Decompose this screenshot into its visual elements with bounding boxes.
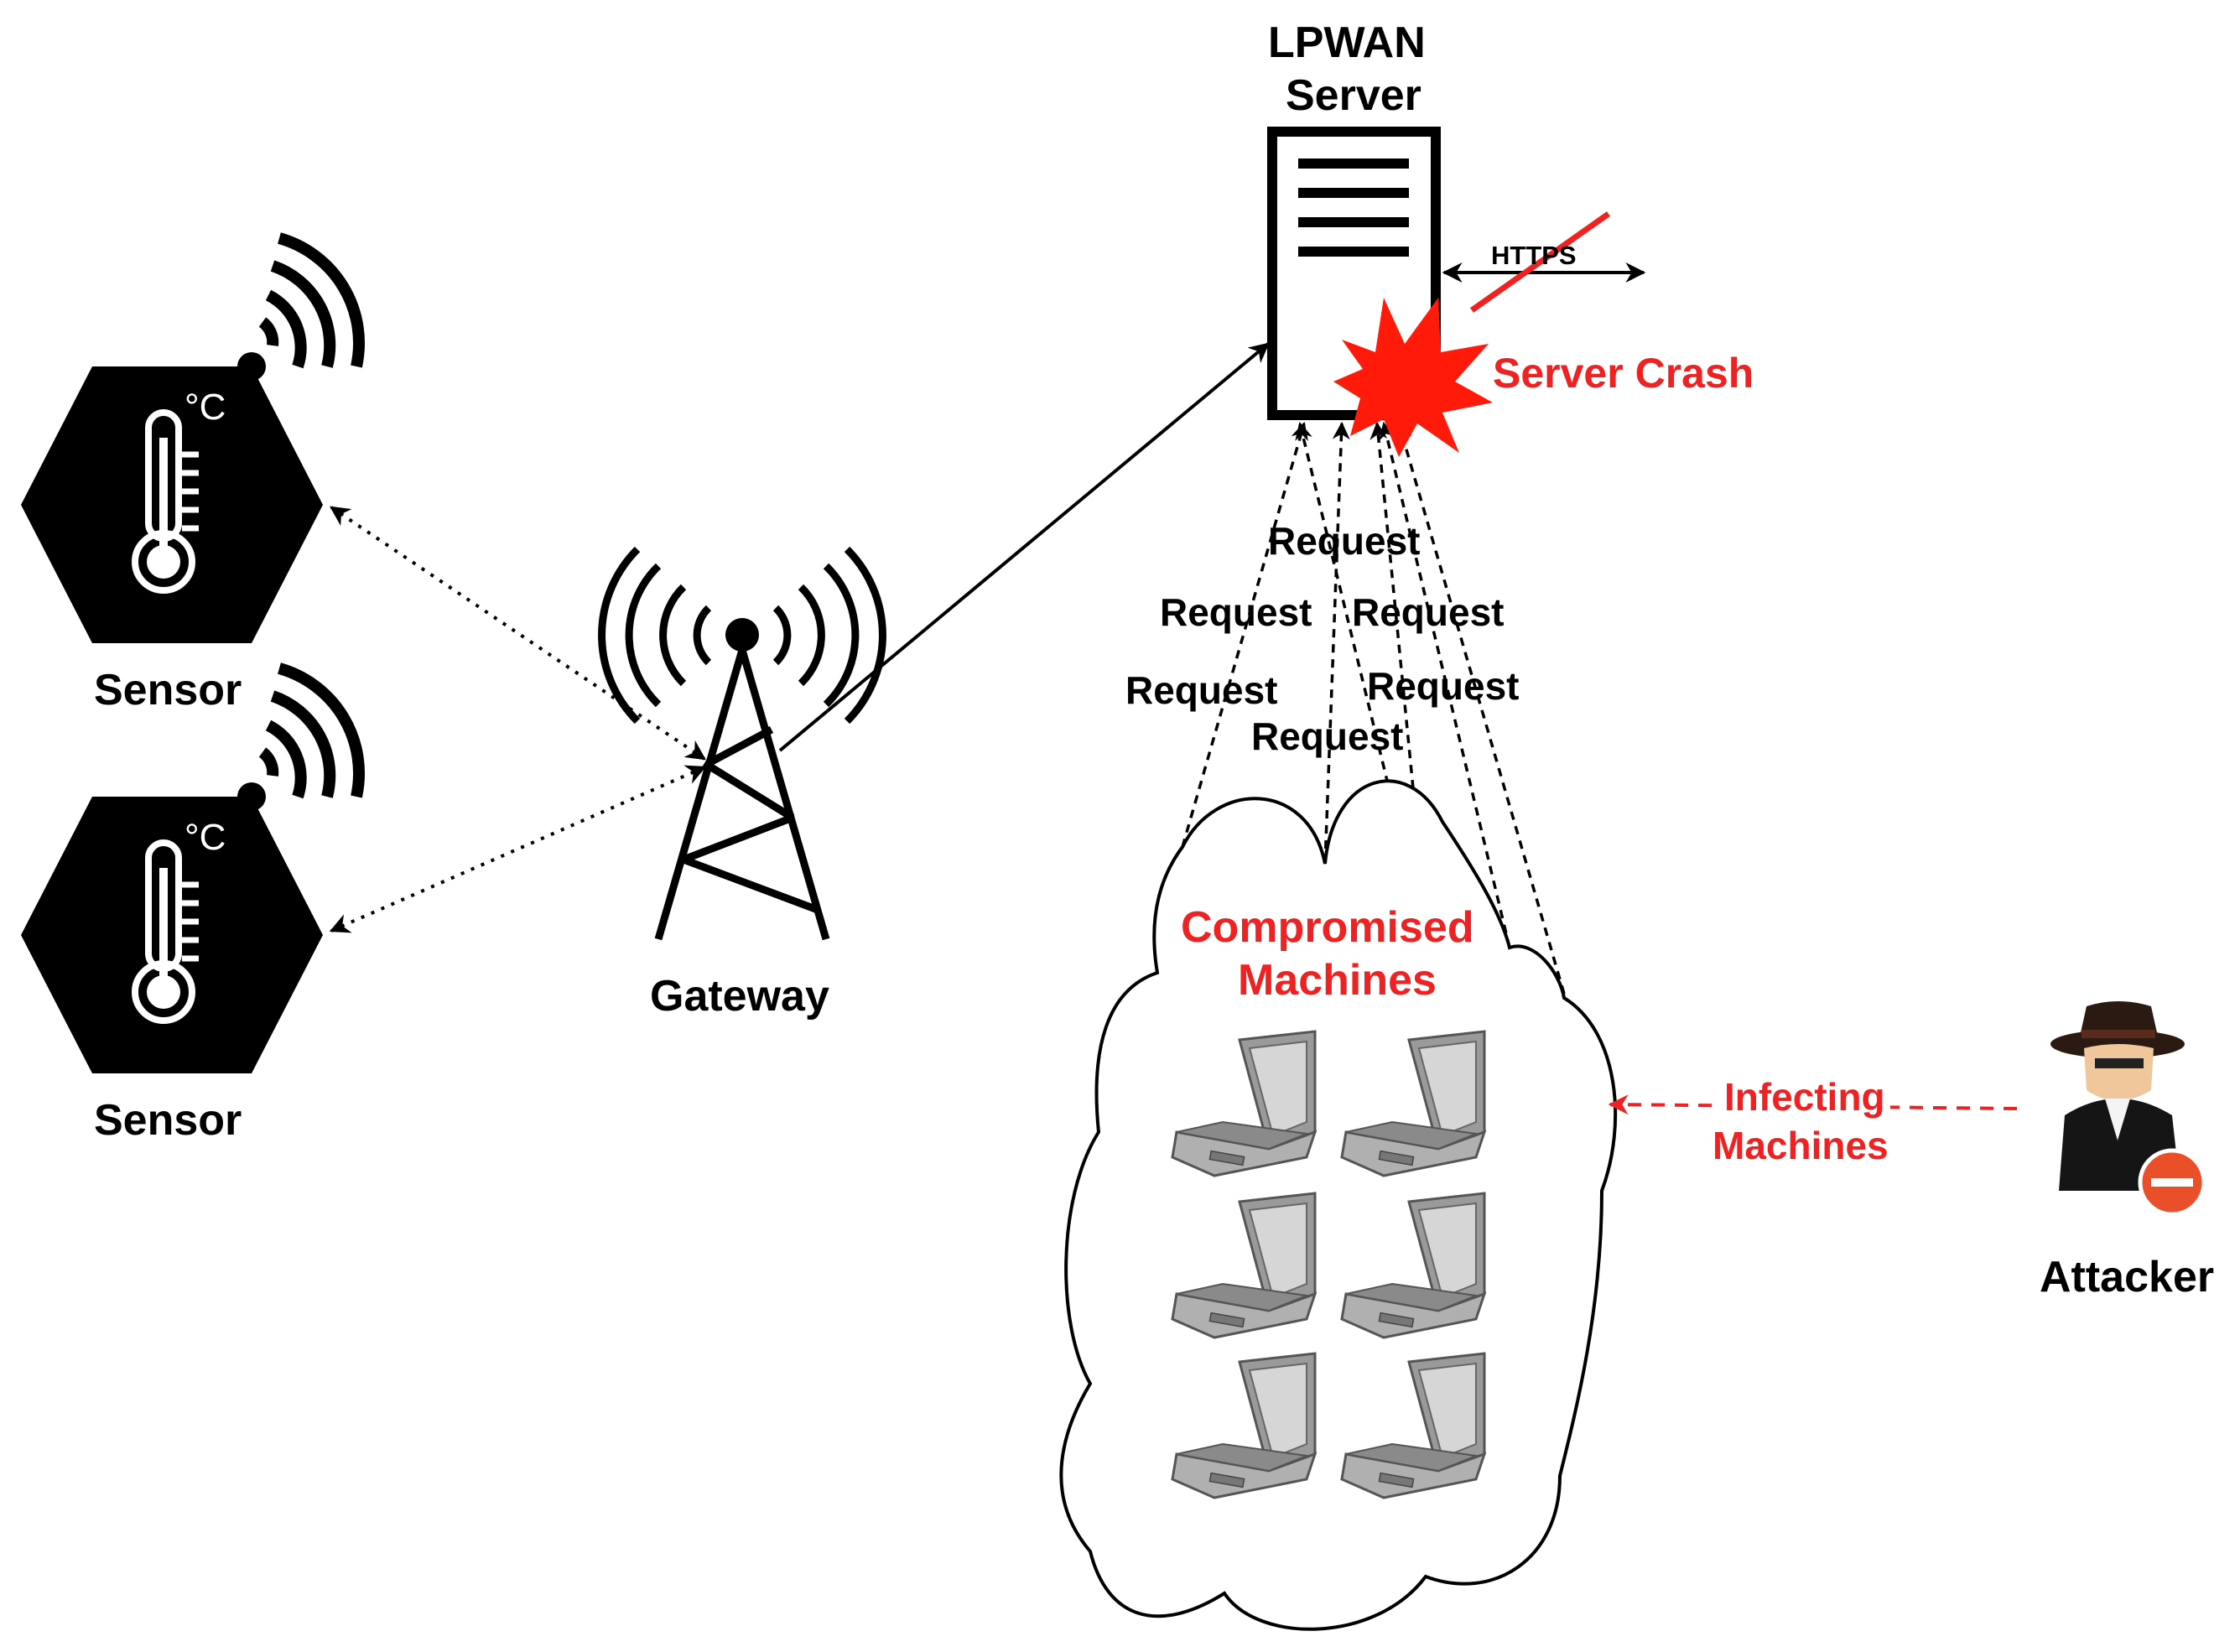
crash-burst-icon bbox=[1333, 298, 1493, 457]
request-label-2: Request bbox=[1160, 590, 1312, 634]
sensor-2-unit: °C bbox=[185, 817, 226, 858]
sensor-1-icon bbox=[21, 238, 359, 643]
attacker-label: Attacker bbox=[2040, 1253, 2215, 1301]
infecting-label-line1: Infecting bbox=[1719, 1076, 1890, 1119]
sensor-2-icon bbox=[21, 668, 359, 1073]
sensor2-gateway-link bbox=[329, 765, 707, 933]
request-lines bbox=[1181, 421, 1566, 995]
infecting-label-line2: Machines bbox=[1712, 1124, 1889, 1167]
server-crash-label: Server Crash bbox=[1493, 350, 1754, 397]
request-label-1: Request bbox=[1268, 519, 1421, 563]
server-title-line1: LPWAN bbox=[1268, 18, 1426, 67]
request-label-5: Request bbox=[1367, 664, 1520, 708]
https-strike bbox=[1469, 211, 1611, 313]
sensor-1-unit: °C bbox=[185, 387, 226, 428]
cloud-label-line1: Compromised bbox=[1181, 903, 1474, 952]
gateway-server-link bbox=[778, 342, 1270, 752]
gateway-label: Gateway bbox=[650, 972, 829, 1021]
https-label: HTTPS bbox=[1491, 241, 1577, 270]
infecting-link bbox=[1608, 1094, 2018, 1115]
request-label-4: Request bbox=[1125, 668, 1278, 712]
attacker-icon bbox=[2050, 1001, 2206, 1217]
server-title-line2: Server bbox=[1286, 71, 1421, 120]
cloud-label-line2: Machines bbox=[1238, 956, 1437, 1005]
request-label-6: Request bbox=[1251, 714, 1404, 758]
gateway-tower-icon bbox=[598, 546, 886, 941]
sensor1-gateway-link bbox=[330, 506, 706, 761]
request-label-3: Request bbox=[1352, 590, 1505, 634]
sensor-2-label: Sensor bbox=[94, 1096, 242, 1145]
sensor-1-label: Sensor bbox=[94, 666, 242, 714]
